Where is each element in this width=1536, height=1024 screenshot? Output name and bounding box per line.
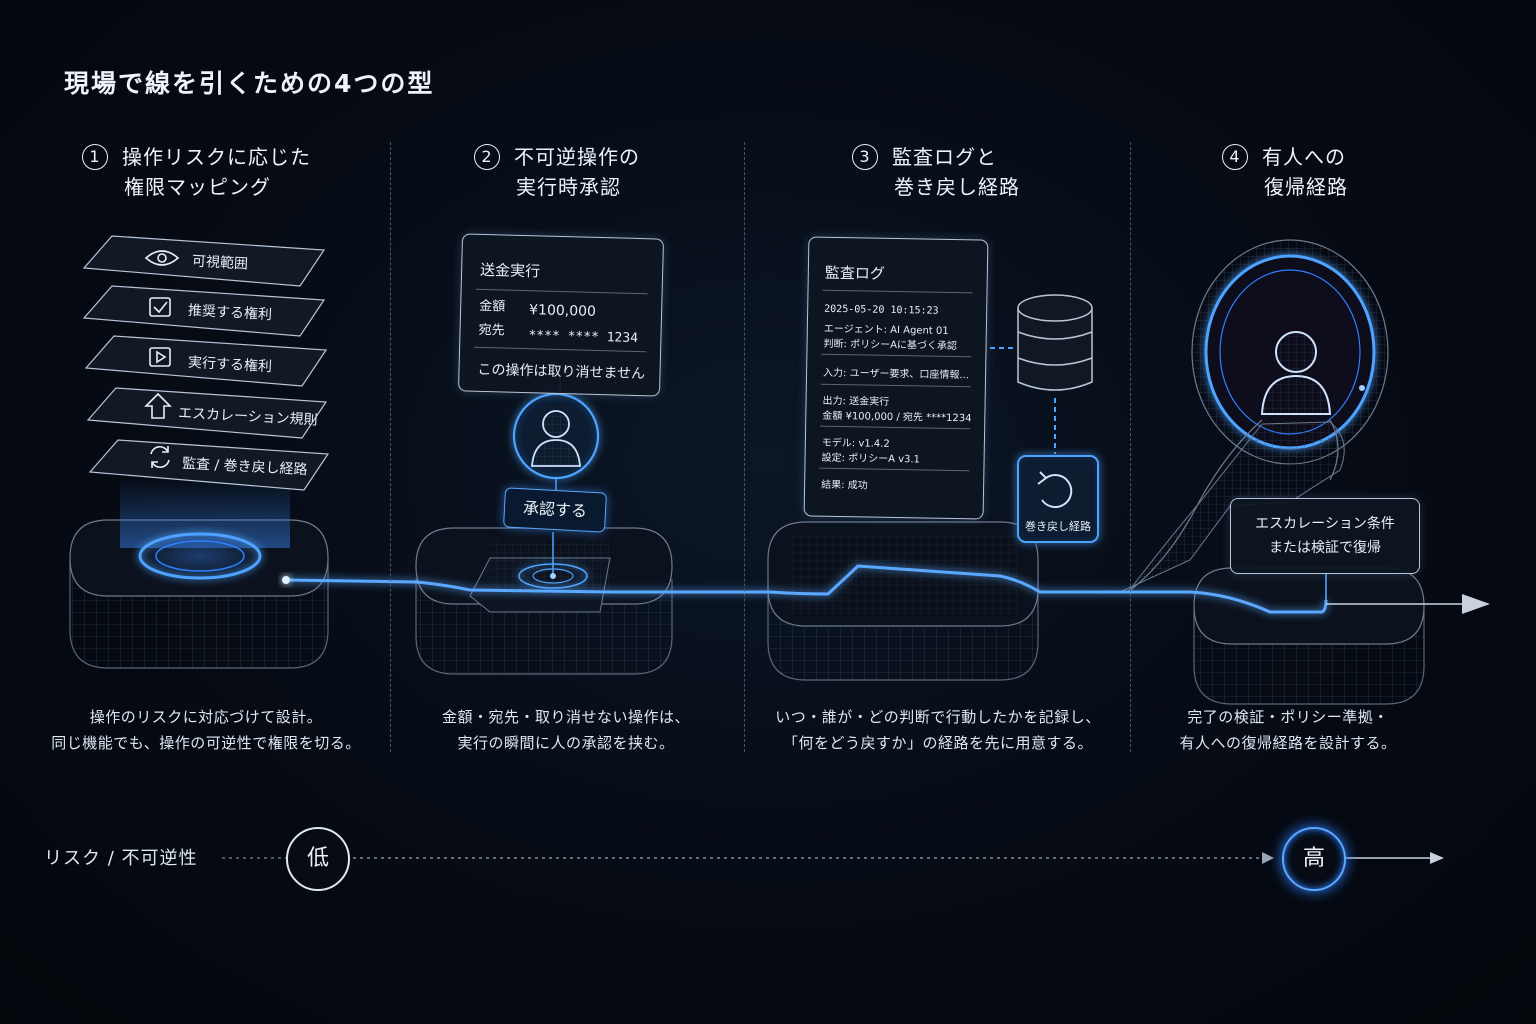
audit-log-line: 入力: ユーザー要求、口座情報... [822, 367, 970, 382]
audit-log-line: 設定: ポリシーA v3.1 [821, 452, 921, 466]
flow-arrow-head [1462, 594, 1490, 614]
separator [822, 289, 973, 294]
column-divider [390, 142, 391, 752]
heading-line: 権限マッピング [124, 175, 271, 199]
heading-line: 不可逆操作の [514, 145, 640, 169]
audit-log-line: 2025-05-20 10:15:23 [824, 303, 939, 317]
eye-icon [144, 250, 180, 266]
operator-person-icon [1260, 331, 1332, 415]
transfer-card: 送金実行 金額 ¥100,000 宛先 **** **** 1234 この操作は… [457, 233, 665, 397]
database-icon [1017, 294, 1093, 391]
play-icon [149, 347, 171, 367]
description-line: 実行の瞬間に人の承認を挟む。 [457, 734, 675, 752]
audit-log-line: 判断: ポリシーAに基づく承認 [823, 338, 958, 353]
audit-log-line: モデル: v1.4.2 [821, 437, 890, 450]
column-heading-2: 2 不可逆操作の 実行時承認 [474, 142, 640, 202]
column-heading-1: 1 操作リスクに応じた 権限マッピング [82, 142, 311, 202]
audit-log-line: 金額 ¥100,000 / 宛先 ****1234 [822, 410, 972, 425]
escalation-line: または検証で復帰 [1269, 540, 1381, 556]
audit-log-card: 監査ログ 2025-05-20 10:15:23 エージェント: AI Agen… [803, 236, 989, 520]
description-line: 完了の検証・ポリシー準拠・ [1187, 708, 1389, 726]
platform-3 [767, 294, 1099, 681]
column-description-2: 金額・宛先・取り消せない操作は、 実行の瞬間に人の承認を挟む。 [386, 704, 746, 756]
layer-label-visible-scope: 可視範囲 [191, 253, 249, 273]
step-number: 3 [852, 144, 878, 170]
column-description-1: 操作のリスクに対応づけて設計。 同じ機能でも、操作の可逆性で権限を切る。 [26, 704, 386, 756]
platform-4 [1119, 239, 1425, 705]
audit-log-line: 結果: 成功 [821, 479, 868, 492]
transfer-card-title: 送金実行 [479, 260, 541, 281]
undo-icon [1037, 471, 1073, 509]
heading-line: 実行時承認 [516, 175, 621, 199]
page-title: 現場で線を引くための4つの型 [64, 69, 435, 98]
person-icon [531, 410, 581, 467]
column-heading-4: 4 有人への 復帰経路 [1222, 142, 1348, 202]
rollback-box [1017, 455, 1099, 543]
audit-log-line: 出力: 送金実行 [822, 395, 890, 408]
amount-label: 金額 [479, 298, 506, 315]
step-number: 1 [82, 144, 108, 170]
heading-line: 有人への [1262, 145, 1346, 169]
heading-line: 復帰経路 [1264, 175, 1348, 199]
destination-value: **** **** 1234 [528, 328, 639, 347]
refresh-icon [150, 446, 170, 468]
platform-2 [415, 378, 673, 675]
amount-value: ¥100,000 [528, 302, 597, 320]
step-number: 2 [474, 144, 500, 170]
column-heading-3: 3 監査ログと 巻き戻し経路 [852, 142, 1020, 202]
checkbox-icon [149, 297, 171, 317]
escalation-line: エスカレーション条件 [1255, 516, 1395, 532]
separator [474, 346, 647, 353]
description-line: 「何をどう戻すか」の経路を先に用意する。 [782, 734, 1093, 752]
heading-line: 操作リスクに応じた [122, 145, 311, 169]
description-line: 同じ機能でも、操作の可逆性で権限を切る。 [51, 734, 361, 752]
column-divider [744, 142, 745, 752]
description-line: 有人への復帰経路を設計する。 [1179, 734, 1397, 752]
escalation-box: エスカレーション条件 または検証で復帰 [1230, 498, 1420, 574]
description-line: いつ・誰が・どの判断で行動したかを記録し、 [775, 708, 1101, 726]
heading-line: 巻き戻し経路 [894, 175, 1020, 199]
platform-1 [69, 478, 329, 669]
separator [475, 288, 648, 295]
separator [820, 425, 971, 430]
irreversible-warning: この操作は取り消せません [477, 361, 646, 383]
separator [820, 383, 971, 388]
risk-low-marker: 低 [286, 827, 350, 891]
column-description-3: いつ・誰が・どの判断で行動したかを記録し、 「何をどう戻すか」の経路を先に用意す… [758, 704, 1118, 756]
risk-axis-label: リスク / 不可逆性 [44, 848, 198, 869]
arrow-up-icon [144, 392, 172, 419]
audit-log-title: 監査ログ [824, 263, 885, 283]
rollback-label: 巻き戻し経路 [1025, 520, 1091, 533]
flow-line [285, 564, 1328, 614]
heading-line: 監査ログと [892, 145, 997, 169]
step-number: 4 [1222, 144, 1248, 170]
separator [821, 353, 972, 358]
layer-stack [82, 235, 330, 491]
column-divider [1130, 142, 1131, 752]
description-line: 操作のリスクに対応づけて設計。 [89, 708, 323, 726]
risk-high-marker: 高 [1282, 827, 1346, 891]
destination-label: 宛先 [478, 322, 505, 339]
separator [819, 467, 970, 472]
column-description-4: 完了の検証・ポリシー準拠・ 有人への復帰経路を設計する。 [1108, 704, 1468, 756]
approve-button[interactable]: 承認する [503, 487, 607, 533]
description-line: 金額・宛先・取り消せない操作は、 [441, 708, 690, 726]
